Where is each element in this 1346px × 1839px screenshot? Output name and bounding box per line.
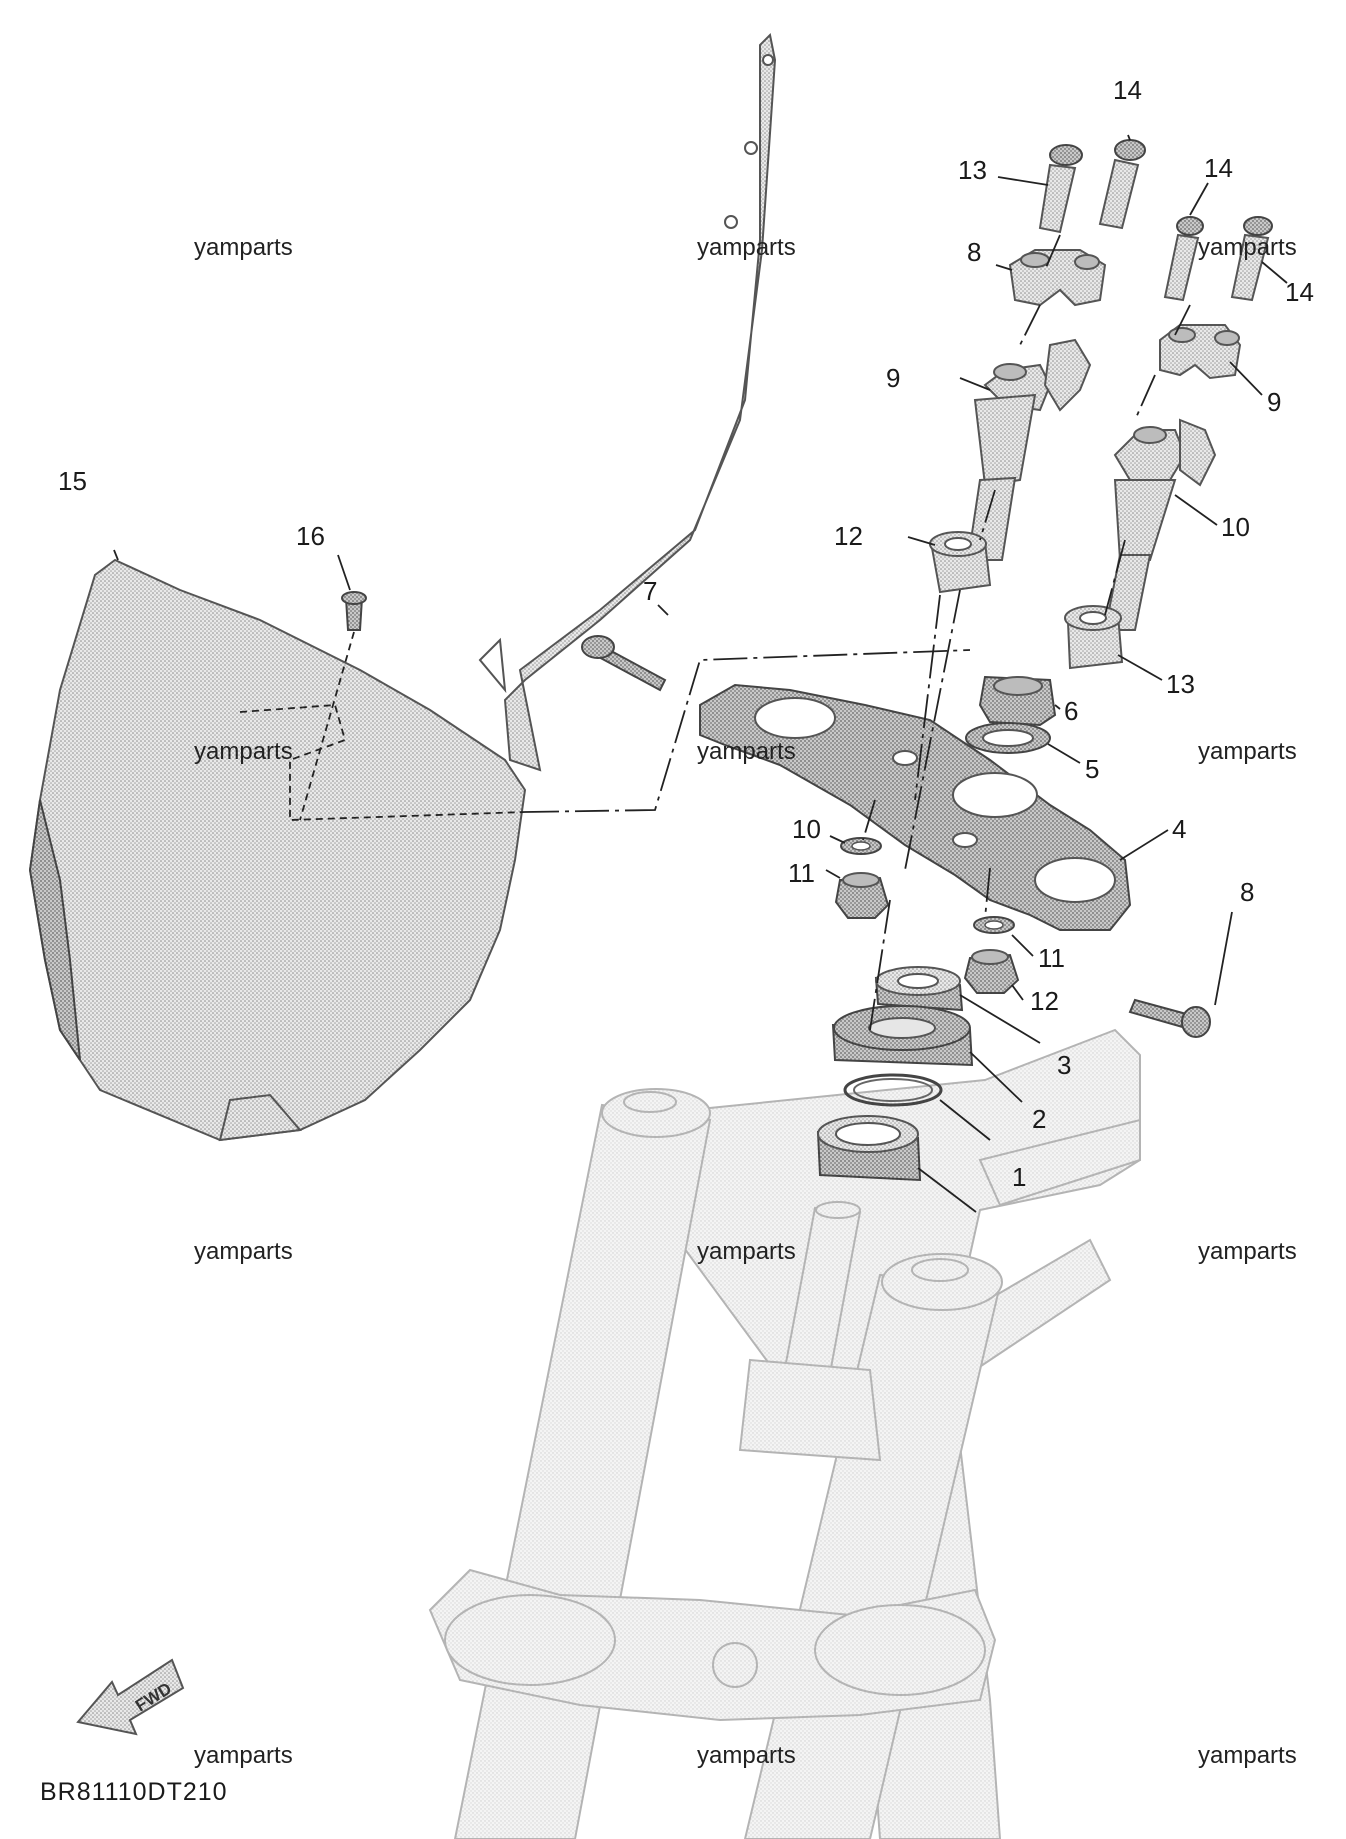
dust-seal[interactable] — [843, 1073, 943, 1107]
callout-15: 15 — [58, 466, 87, 496]
pinch-bolt-upper[interactable] — [581, 635, 667, 692]
leader-lines — [113, 134, 1288, 1213]
watermark: yamparts — [697, 1238, 796, 1265]
damper-left[interactable] — [929, 531, 992, 594]
callout-11-right: 11 — [1038, 943, 1065, 973]
callout-8-lower: 8 — [1240, 877, 1254, 907]
callout-10-left: 9 — [886, 363, 900, 393]
callout-12-left: 11 — [788, 858, 815, 888]
clamp-upper-left[interactable] — [1008, 249, 1107, 307]
callout-8-upper: 7 — [643, 576, 657, 606]
callout-5: 4 — [1172, 814, 1186, 844]
watermark: yamparts — [194, 738, 293, 765]
diagram-code: BR81110DT210 — [40, 1778, 228, 1806]
callout-6: 5 — [1085, 754, 1099, 784]
steering-bearing-lower[interactable] — [816, 1115, 922, 1182]
lower-bracket-ghost — [428, 1568, 997, 1722]
steering-bearing-upper[interactable] — [831, 1005, 974, 1067]
clamp-bolt-2[interactable] — [1098, 139, 1146, 230]
washer-left[interactable] — [840, 837, 882, 855]
callout-7: 6 — [1064, 696, 1078, 726]
callout-9-left: 8 — [967, 237, 981, 267]
steering-stem-ghost — [738, 1201, 882, 1462]
callout-labels: 15 16 7 13 14 14 14 8 9 9 10 12 13 6 5 4… — [58, 75, 1314, 1192]
callout-11-left: 10 — [792, 814, 821, 844]
assembly-axes — [524, 234, 1191, 1031]
riser-left[interactable] — [966, 338, 1092, 561]
clamp-bolt-3[interactable] — [1163, 216, 1204, 302]
callout-14-b: 14 — [1113, 75, 1142, 105]
bearing-cover[interactable] — [874, 966, 964, 1012]
stem-washer[interactable] — [965, 722, 1051, 754]
fork-left-ghost — [453, 1088, 712, 1839]
callout-4: 3 — [1057, 1050, 1071, 1080]
nut-left[interactable] — [834, 872, 890, 919]
callout-14-d: 14 — [1285, 277, 1314, 307]
callout-10-right: 10 — [1221, 512, 1250, 542]
watermark: yamparts — [697, 234, 796, 261]
callout-13-right: 13 — [1166, 669, 1195, 699]
nut-right[interactable] — [963, 949, 1020, 994]
number-plate[interactable] — [28, 32, 777, 1142]
callout-3: 2 — [1032, 1104, 1046, 1134]
watermark: yamparts — [194, 1238, 293, 1265]
screw-axis-line — [299, 631, 355, 821]
forward-arrow: FWD — [76, 1658, 185, 1736]
callout-16: 16 — [296, 521, 325, 551]
clamp-bolt-1[interactable] — [1038, 144, 1083, 234]
hidden-mount-outline — [239, 704, 526, 821]
watermark: yamparts — [194, 1742, 293, 1769]
callout-13-left: 12 — [834, 521, 863, 551]
callout-2: 1 — [1012, 1162, 1026, 1192]
plate-screw[interactable] — [341, 591, 367, 631]
riser-right[interactable] — [1103, 418, 1217, 631]
watermark: yamparts — [1198, 1238, 1297, 1265]
callout-14-c: 14 — [1204, 153, 1233, 183]
pinch-bolt-lower[interactable] — [1128, 998, 1211, 1038]
watermark: yamparts — [1198, 1742, 1297, 1769]
clamp-upper-right[interactable] — [1159, 324, 1242, 380]
steering-stem-nut[interactable] — [978, 675, 1057, 727]
watermark: yamparts — [1198, 738, 1297, 765]
washer-right[interactable] — [973, 916, 1015, 934]
callout-12-right: 12 — [1030, 986, 1059, 1016]
watermarks: yamparts yamparts yamparts yamparts yamp… — [194, 234, 1297, 1769]
watermark: yamparts — [1198, 234, 1297, 261]
watermark: yamparts — [697, 738, 796, 765]
callout-9-right: 9 — [1267, 387, 1281, 417]
watermark: yamparts — [194, 234, 293, 261]
upper-bracket[interactable] — [699, 683, 1132, 931]
callout-14-a: 13 — [958, 155, 987, 185]
clamp-bolt-4[interactable] — [1230, 216, 1273, 302]
watermark: yamparts — [697, 1742, 796, 1769]
damper-right[interactable] — [1064, 605, 1124, 670]
